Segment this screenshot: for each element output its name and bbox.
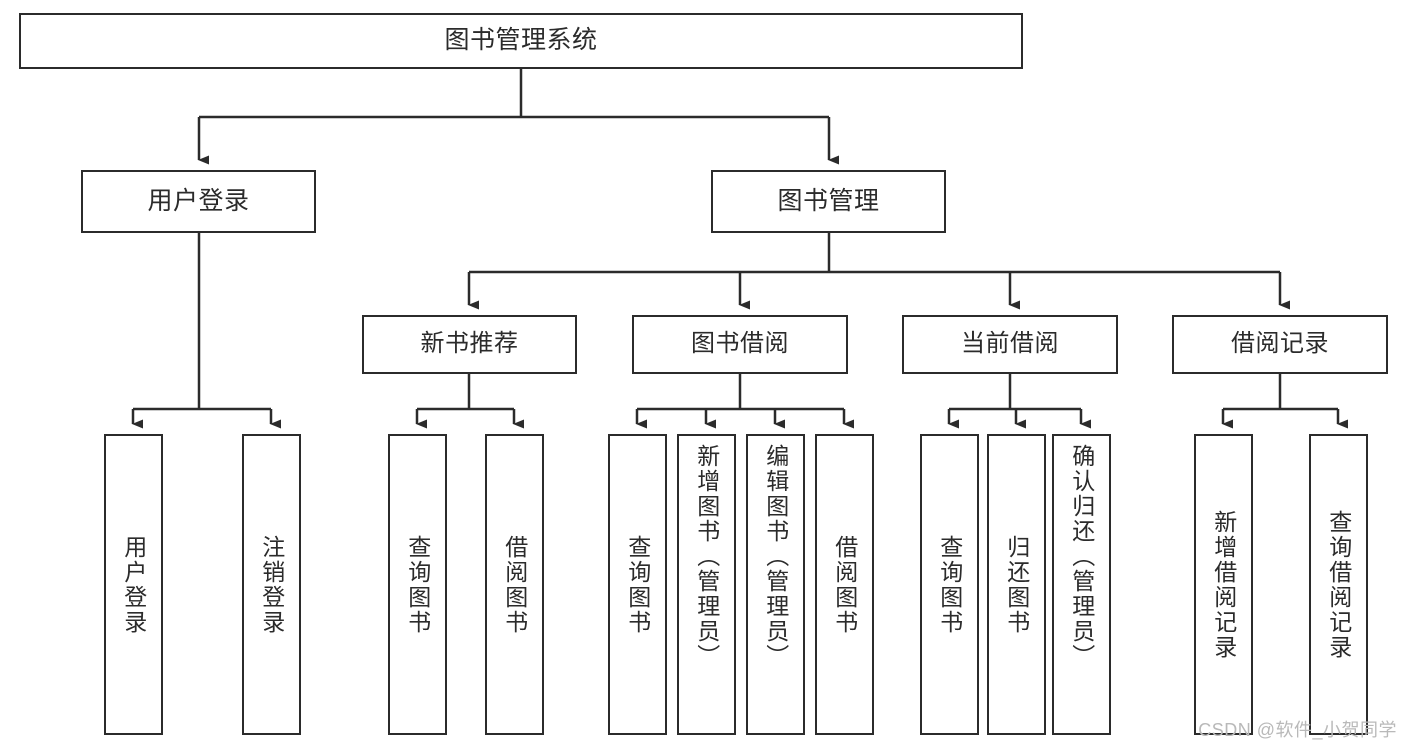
node-leaf-add-book-admin[interactable]: 新增图书（管理员） bbox=[677, 434, 736, 735]
node-book-borrow-label: 图书借阅 bbox=[691, 330, 789, 358]
node-leaf-add-book-admin-label: 新增图书（管理员） bbox=[693, 444, 720, 669]
node-leaf-confirm-return-admin-label: 确认归还（管理员） bbox=[1068, 444, 1095, 669]
node-current-borrow[interactable]: 当前借阅 bbox=[902, 315, 1118, 374]
node-leaf-query-book-borrow-label: 查询图书 bbox=[624, 534, 651, 635]
node-book-management[interactable]: 图书管理 bbox=[711, 170, 946, 233]
node-borrow-record[interactable]: 借阅记录 bbox=[1172, 315, 1388, 374]
node-current-borrow-label: 当前借阅 bbox=[961, 330, 1059, 358]
node-leaf-user-logout[interactable]: 注销登录 bbox=[242, 434, 301, 735]
node-leaf-query-borrow-record-label: 查询借阅记录 bbox=[1325, 509, 1352, 660]
node-leaf-user-login-label: 用户登录 bbox=[120, 534, 147, 635]
node-root-system-label: 图书管理系统 bbox=[444, 26, 598, 55]
watermark: CSDN @软件_小贺同学 bbox=[1198, 720, 1397, 740]
node-leaf-borrow-book-recommend-label: 借阅图书 bbox=[501, 534, 528, 635]
node-leaf-borrow-book[interactable]: 借阅图书 bbox=[815, 434, 874, 735]
node-leaf-edit-book-admin-label: 编辑图书（管理员） bbox=[762, 444, 789, 669]
node-leaf-add-borrow-record[interactable]: 新增借阅记录 bbox=[1194, 434, 1253, 735]
node-root-system[interactable]: 图书管理系统 bbox=[19, 13, 1023, 69]
node-book-management-label: 图书管理 bbox=[777, 186, 880, 215]
node-leaf-user-login[interactable]: 用户登录 bbox=[104, 434, 163, 735]
node-leaf-query-book-recommend[interactable]: 查询图书 bbox=[388, 434, 447, 735]
node-leaf-add-borrow-record-label: 新增借阅记录 bbox=[1210, 509, 1237, 660]
node-new-book-recommend[interactable]: 新书推荐 bbox=[362, 315, 577, 374]
node-leaf-return-book-label: 归还图书 bbox=[1003, 534, 1030, 635]
node-leaf-query-borrow-record[interactable]: 查询借阅记录 bbox=[1309, 434, 1368, 735]
node-leaf-query-book-borrow[interactable]: 查询图书 bbox=[608, 434, 667, 735]
node-leaf-borrow-book-label: 借阅图书 bbox=[831, 534, 858, 635]
node-leaf-query-book-current[interactable]: 查询图书 bbox=[920, 434, 979, 735]
node-leaf-return-book[interactable]: 归还图书 bbox=[987, 434, 1046, 735]
node-leaf-query-book-recommend-label: 查询图书 bbox=[404, 534, 431, 635]
node-leaf-borrow-book-recommend[interactable]: 借阅图书 bbox=[485, 434, 544, 735]
node-new-book-recommend-label: 新书推荐 bbox=[420, 330, 519, 358]
node-user-login[interactable]: 用户登录 bbox=[81, 170, 316, 233]
node-leaf-edit-book-admin[interactable]: 编辑图书（管理员） bbox=[746, 434, 805, 735]
node-borrow-record-label: 借阅记录 bbox=[1231, 330, 1329, 358]
node-leaf-confirm-return-admin[interactable]: 确认归还（管理员） bbox=[1052, 434, 1111, 735]
node-book-borrow[interactable]: 图书借阅 bbox=[632, 315, 848, 374]
node-leaf-query-book-current-label: 查询图书 bbox=[936, 534, 963, 635]
node-leaf-user-logout-label: 注销登录 bbox=[258, 534, 285, 635]
node-user-login-label: 用户登录 bbox=[147, 186, 250, 215]
